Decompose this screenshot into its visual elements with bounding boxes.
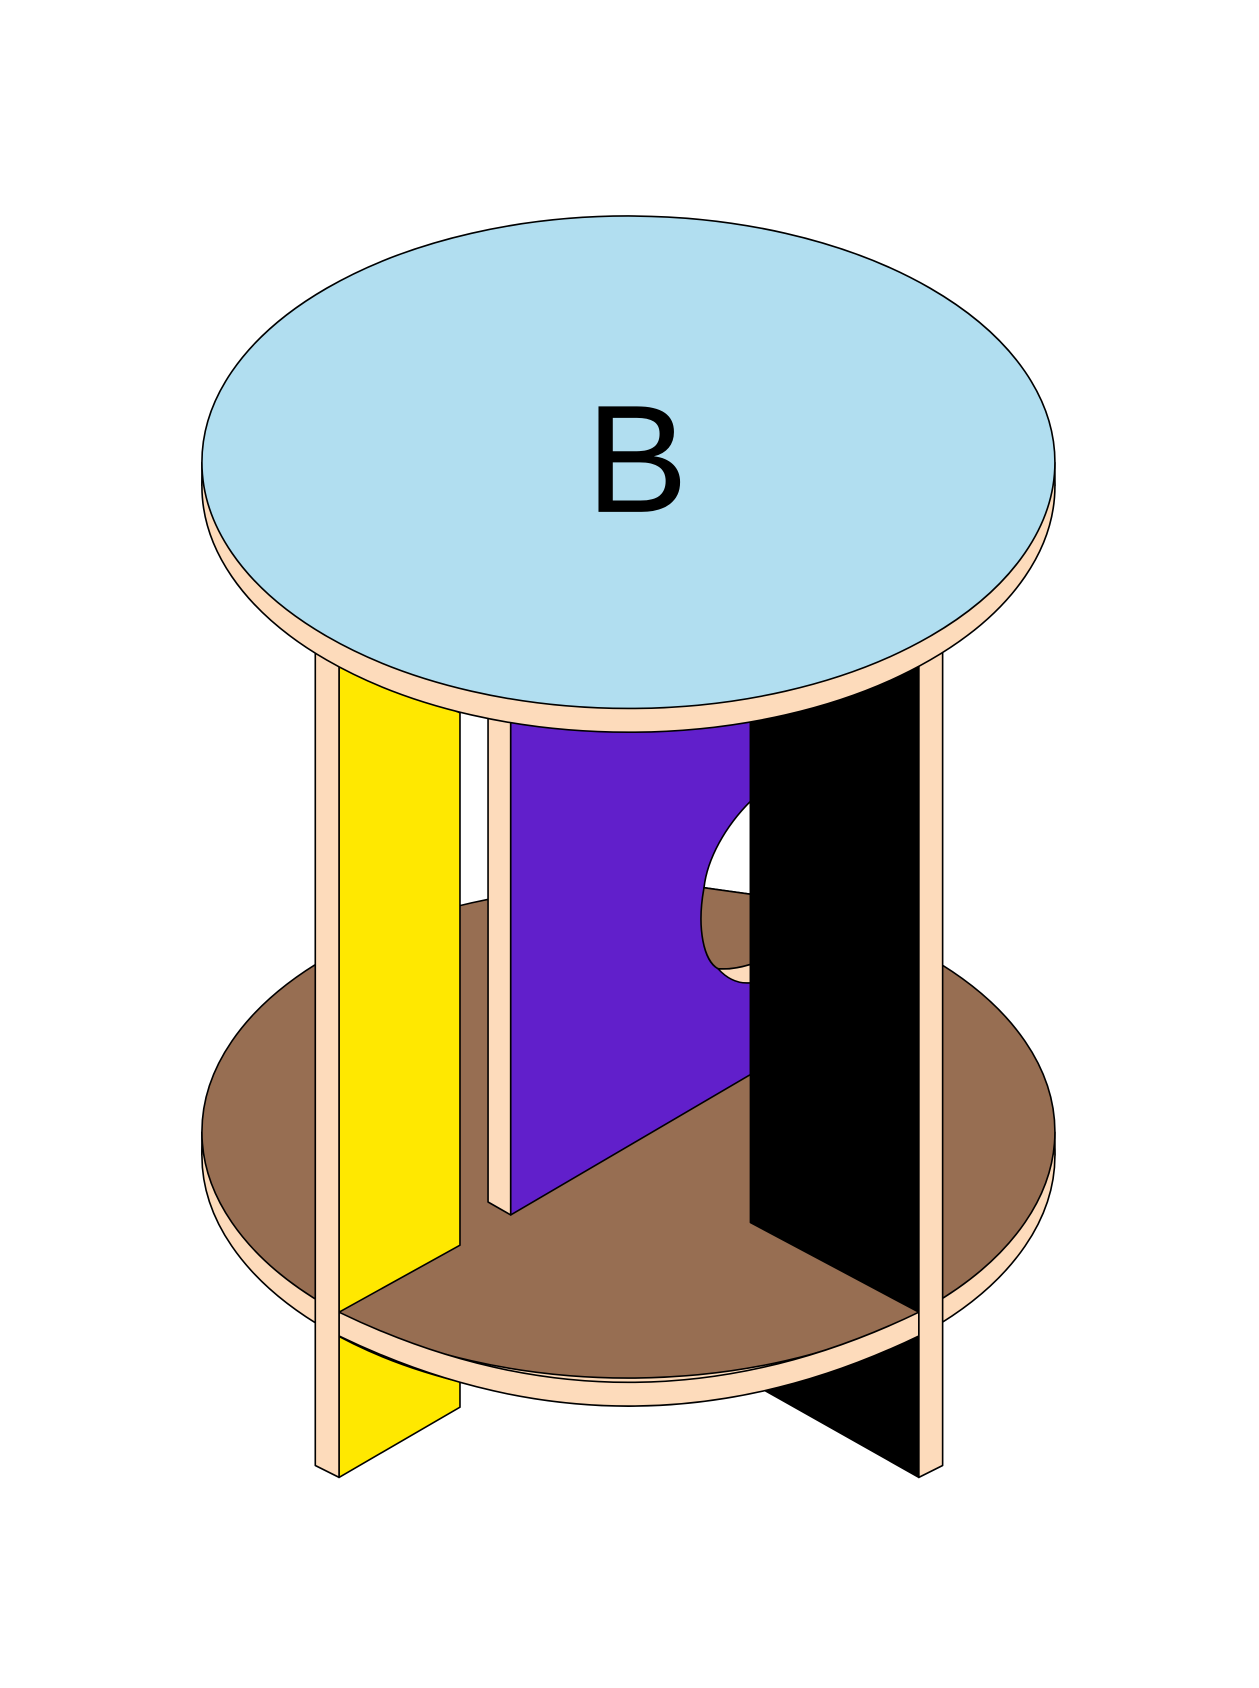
black-panel xyxy=(749,663,920,1313)
right-leg xyxy=(918,647,944,1479)
back-leg xyxy=(487,706,512,1216)
panel-hole-shelf xyxy=(700,886,752,970)
table-top xyxy=(201,215,1056,734)
yellow-panel xyxy=(338,663,461,1313)
top-label: B xyxy=(586,374,688,545)
left-leg xyxy=(314,647,340,1479)
